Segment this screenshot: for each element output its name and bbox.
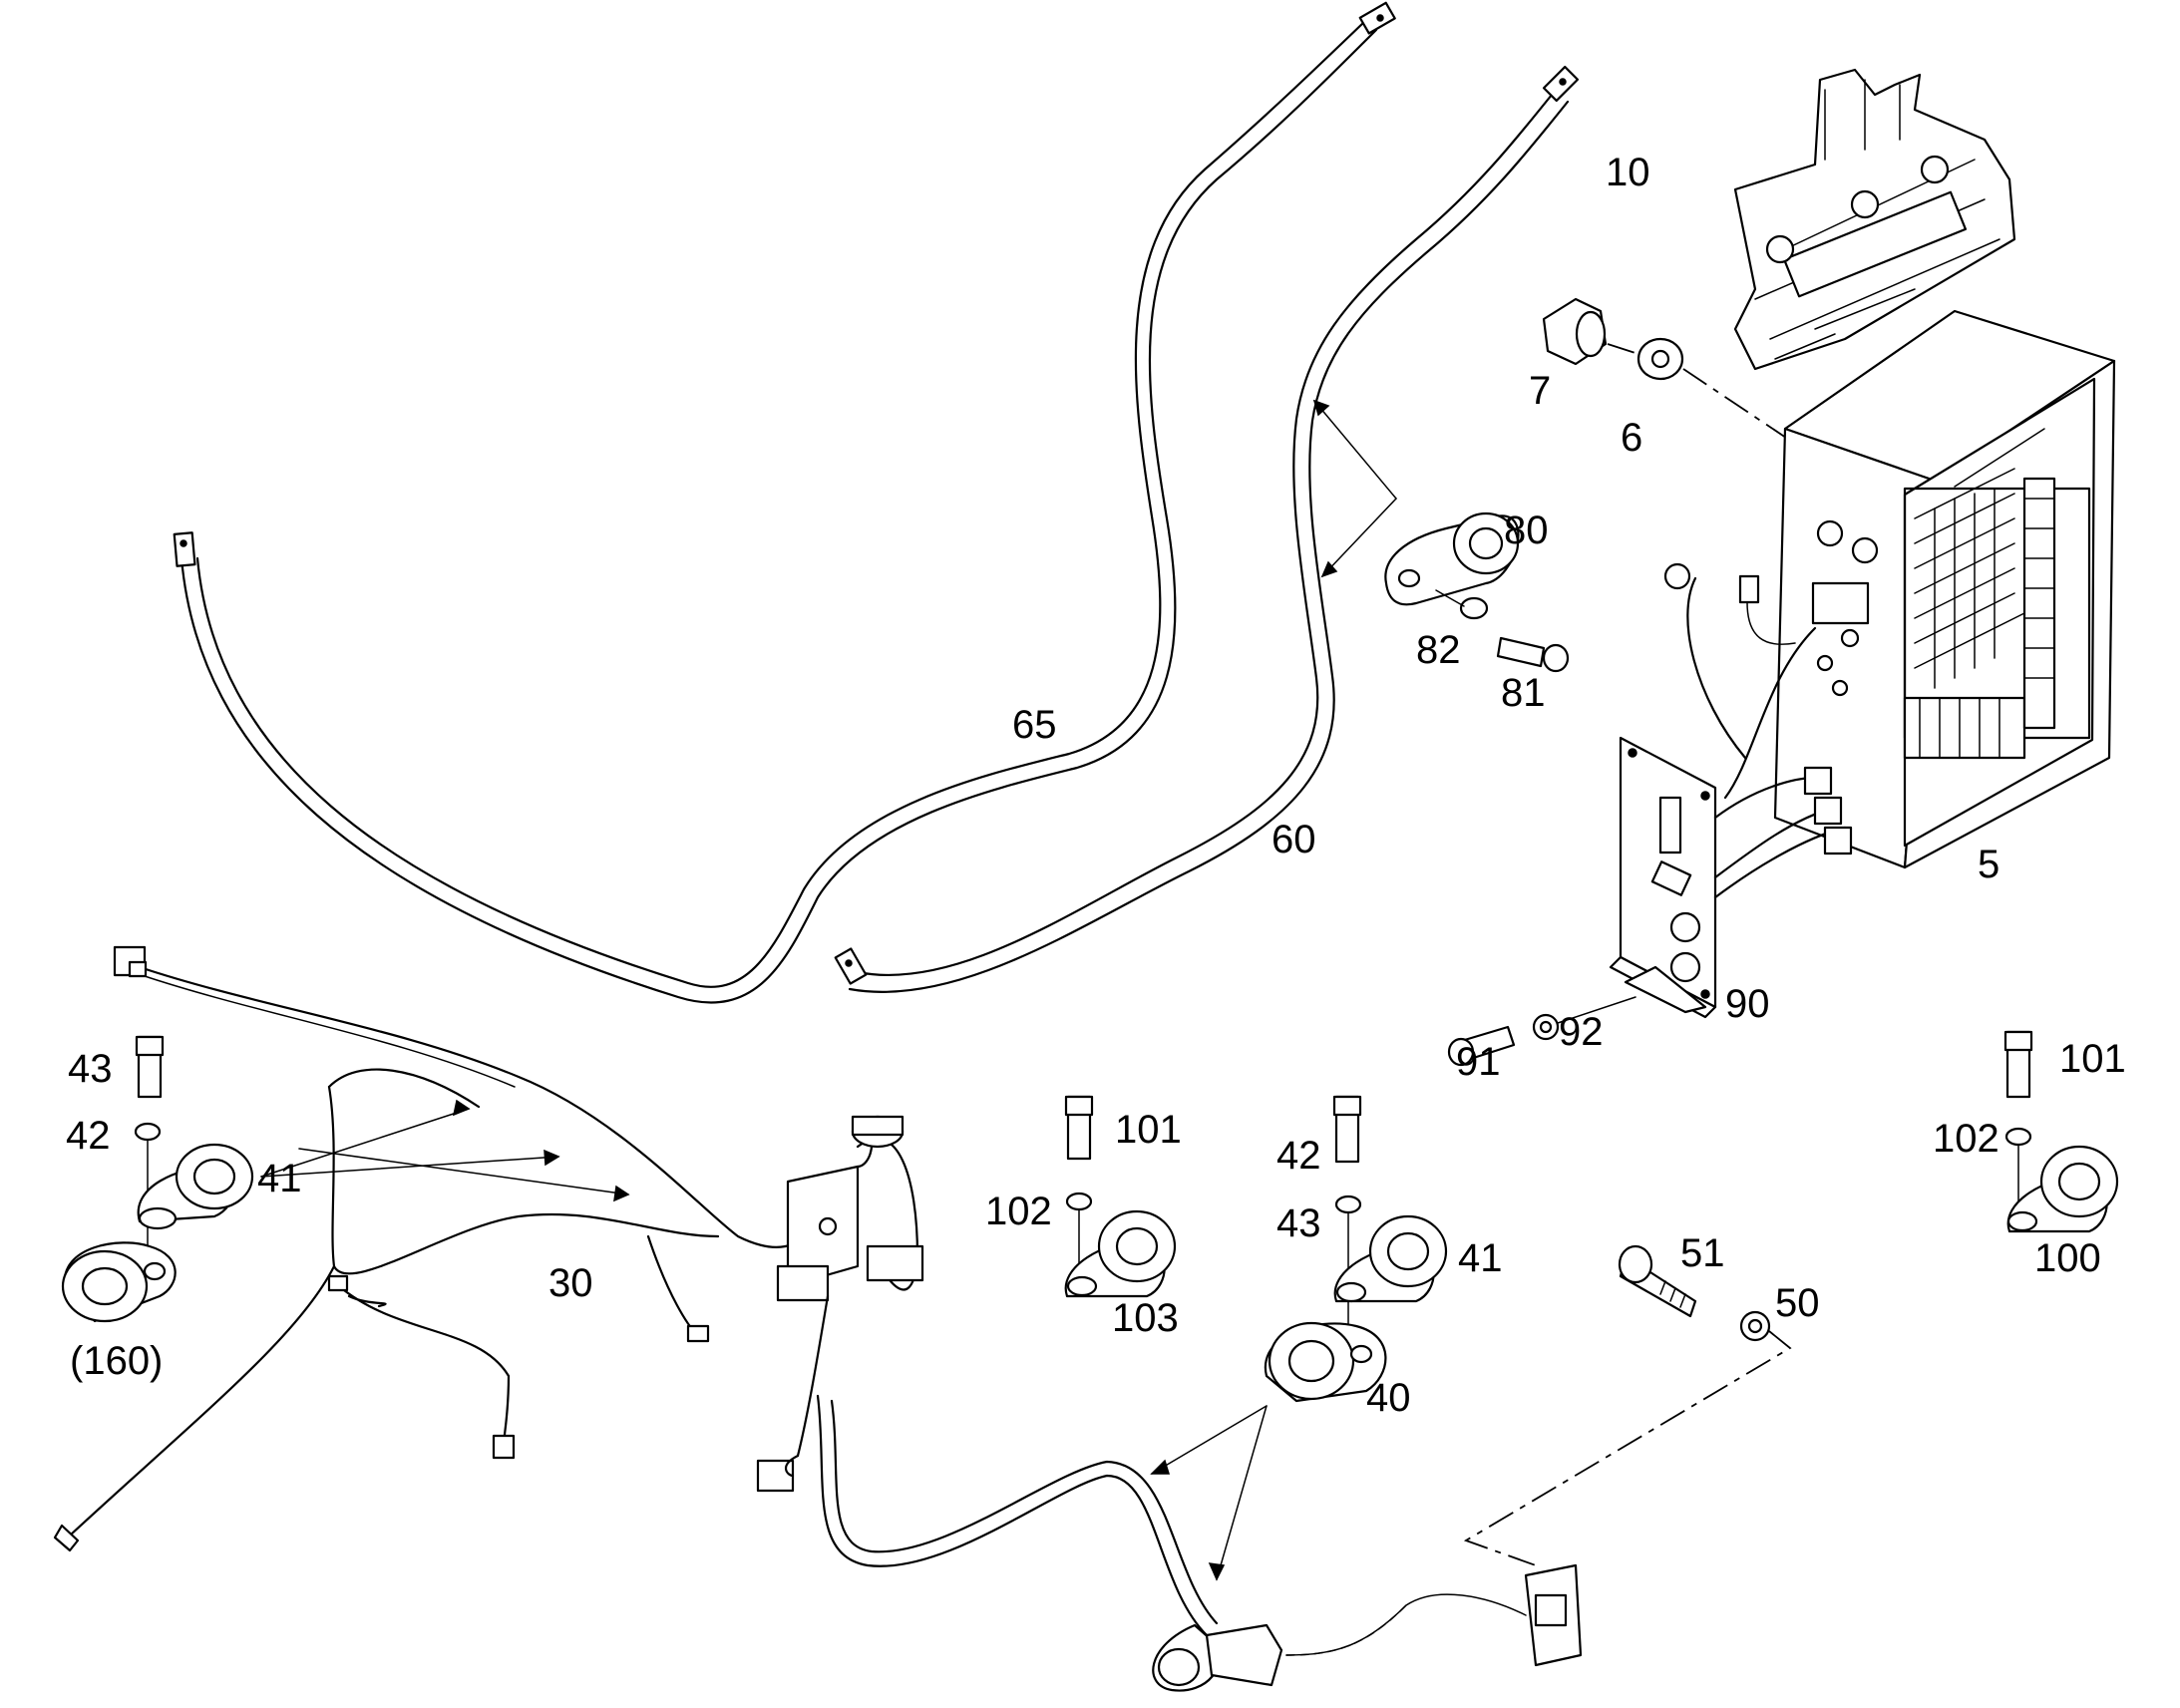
wire-harness-30 xyxy=(53,945,1583,1692)
label-40: 40 xyxy=(1366,1376,1411,1420)
clamp-group-100 xyxy=(2003,1030,2119,1233)
label-42-center: 42 xyxy=(1276,1134,1321,1178)
clamp-80-assembly xyxy=(1384,512,1570,673)
label-30: 30 xyxy=(548,1261,593,1305)
cable-65 xyxy=(173,1,1396,1004)
label-80: 80 xyxy=(1504,509,1549,552)
callout-labels: 10 7 6 80 82 81 65 60 5 90 92 91 43 42 4… xyxy=(66,151,2126,1420)
label-65: 65 xyxy=(1012,703,1057,747)
leader-arrows-41 xyxy=(260,1099,630,1202)
label-100: 100 xyxy=(2034,1236,2101,1280)
clamp-group-40 xyxy=(1264,1095,1448,1403)
clamp-group-103 xyxy=(1064,1095,1177,1298)
label-41-left: 41 xyxy=(257,1157,302,1200)
label-41-center: 41 xyxy=(1458,1236,1503,1280)
label-50: 50 xyxy=(1775,1281,1820,1325)
label-7: 7 xyxy=(1529,369,1551,413)
label-102-center: 102 xyxy=(985,1190,1052,1233)
clamp-group-left xyxy=(61,1035,254,1323)
label-91: 91 xyxy=(1456,1040,1501,1084)
label-10: 10 xyxy=(1606,151,1650,194)
label-92: 92 xyxy=(1559,1010,1604,1054)
label-43-left: 43 xyxy=(68,1047,113,1091)
label-43-center: 43 xyxy=(1276,1201,1321,1245)
label-82: 82 xyxy=(1416,628,1461,672)
label-51: 51 xyxy=(1680,1231,1725,1275)
control-box-5 xyxy=(1663,309,2116,869)
label-160: (160) xyxy=(70,1339,163,1383)
bracket-10 xyxy=(1733,68,2016,371)
label-90: 90 xyxy=(1725,982,1770,1026)
label-101-right: 101 xyxy=(2059,1037,2126,1081)
nut-7-washer-6 xyxy=(1542,297,1796,445)
label-42-left: 42 xyxy=(66,1114,111,1158)
cable-60 xyxy=(834,65,1580,994)
label-81: 81 xyxy=(1501,671,1546,715)
leader-arrows-40 xyxy=(1150,1405,1268,1581)
label-102-right: 102 xyxy=(1933,1117,1999,1161)
label-101-center: 101 xyxy=(1115,1108,1182,1152)
leader-arrows-80 xyxy=(1312,399,1397,578)
bolt-51-washer-50 xyxy=(1463,1244,1792,1566)
label-5: 5 xyxy=(1978,843,1999,886)
panel-90-assembly xyxy=(1447,736,1853,1067)
label-60: 60 xyxy=(1272,818,1316,861)
label-6: 6 xyxy=(1621,416,1642,460)
label-103: 103 xyxy=(1112,1296,1179,1340)
